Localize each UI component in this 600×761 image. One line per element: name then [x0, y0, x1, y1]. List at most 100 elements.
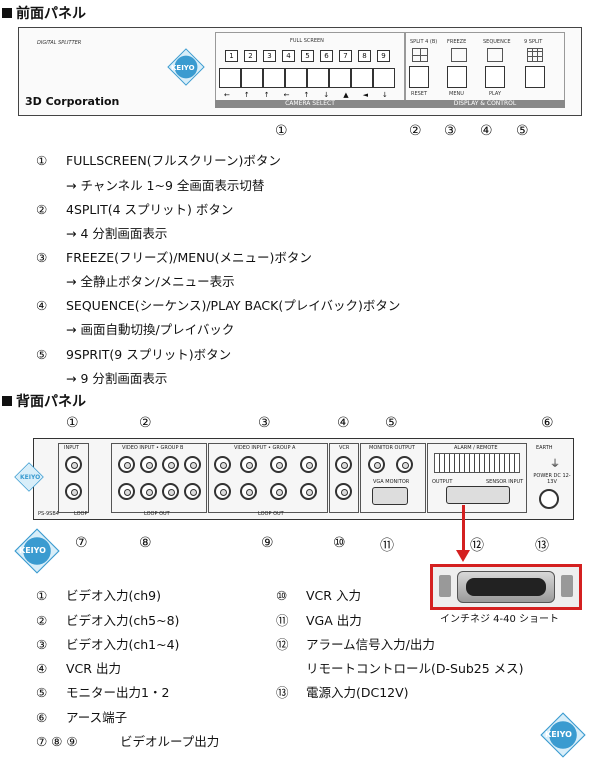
bnc-input-ch2	[240, 456, 257, 473]
freeze-label: FREEZE	[447, 39, 467, 45]
channel-button-7[interactable]: 7	[339, 50, 352, 62]
group-b	[111, 443, 207, 513]
alarm-label: ALARM / REMOTE	[454, 445, 498, 451]
split4-button[interactable]	[409, 66, 429, 88]
channel-button-6[interactable]: 6	[320, 50, 333, 62]
full-screen-key-3[interactable]	[263, 68, 285, 88]
menu-label: MENU	[449, 91, 464, 97]
pointer-arrow-line	[462, 505, 465, 553]
channel-button-5[interactable]: 5	[301, 50, 314, 62]
bullet-square-icon	[2, 396, 12, 406]
dsub25-photo	[430, 564, 582, 610]
front-item-4-sub: → 画面自動切換/プレイバック	[66, 322, 235, 337]
full-screen-key-6[interactable]	[329, 68, 351, 88]
keiyo-logo-icon	[14, 528, 60, 574]
front-panel-illustration: DIGITAL SPLITTER 3D Corporation KEIYO FU…	[18, 27, 582, 116]
marker-5: ⑤	[516, 123, 529, 139]
vga-connector	[372, 487, 408, 505]
rear-marker-6: ⑥	[541, 415, 554, 431]
bnc-input-ch7	[162, 456, 179, 473]
display-control-bar: DISPLAY & CONTROL	[405, 100, 565, 108]
channel-button-1[interactable]: 1	[225, 50, 238, 62]
connector-caption: インチネジ 4-40 ショート	[440, 614, 560, 625]
sequence-button[interactable]	[485, 66, 505, 88]
loop-out-b-label: LOOP OUT	[144, 511, 170, 517]
bnc-vcr-in	[335, 483, 352, 500]
marker-2: ②	[409, 123, 422, 139]
bnc-loop-ch9	[65, 483, 82, 500]
split9-button[interactable]	[525, 66, 545, 88]
rear-marker-8: ⑧	[139, 535, 152, 551]
bnc-loop-ch4	[300, 483, 317, 500]
rear-marker-5: ⑤	[385, 415, 398, 431]
vga-label: VGA MONITOR	[373, 479, 410, 485]
loop-out-a-label: LOOP OUT	[258, 511, 284, 517]
bnc-input-ch4	[300, 456, 317, 473]
full-screen-key-8[interactable]	[373, 68, 395, 88]
alarm-terminal-block	[434, 453, 520, 473]
split9-label: 9 SPLIT	[524, 39, 543, 45]
rear-panel-illustration: INPUT VIDEO INPUT • GROUP B VIDEO INPUT …	[33, 438, 574, 520]
pointer-arrow-head-icon	[456, 550, 470, 562]
full-screen-key-2[interactable]	[241, 68, 263, 88]
vcr-group	[329, 443, 359, 513]
reset-label: RESET	[411, 91, 428, 97]
full-screen-key-1[interactable]	[219, 68, 241, 88]
input-label: INPUT	[64, 445, 79, 451]
keiyo-logo-text: KEIYO	[20, 474, 41, 481]
bnc-loop-ch3	[270, 483, 287, 500]
earth-icon: ⏚	[550, 459, 560, 470]
split4-label: SPLIT 4 (B)	[410, 39, 438, 45]
bnc-loop-ch8	[184, 483, 201, 500]
input-group	[58, 443, 89, 513]
rear-marker-10: ⑩	[333, 535, 346, 551]
full-screen-key-4[interactable]	[285, 68, 307, 88]
rear-marker-9: ⑨	[261, 535, 274, 551]
bnc-monitor-2	[396, 456, 413, 473]
dsub25-connector	[446, 486, 510, 504]
camera-select-bar: CAMERA SELECT	[215, 100, 405, 108]
dsub25-socket	[466, 578, 546, 596]
group-a	[208, 443, 328, 513]
split4-icon	[412, 48, 428, 62]
rear-marker-7: ⑦	[75, 535, 88, 551]
bnc-input-ch9	[65, 456, 82, 473]
loop-label: LOOP	[74, 511, 88, 517]
bnc-loop-ch1	[214, 483, 231, 500]
full-screen-key-5[interactable]	[307, 68, 329, 88]
power-label: POWER DC 12-13V	[533, 473, 571, 485]
front-panel-heading: 前面パネル	[2, 3, 86, 23]
front-item-3-sub: → 全静止ボタン/メニュー表示	[66, 274, 235, 289]
freeze-icon	[451, 48, 467, 62]
rear-marker-3: ③	[258, 415, 271, 431]
channel-button-9[interactable]: 9	[377, 50, 390, 62]
full-screen-label: FULL SCREEN	[290, 38, 324, 44]
arrow-icons: ←↑↑←↑↓▲◄↓	[224, 91, 402, 99]
channel-button-2[interactable]: 2	[244, 50, 257, 62]
marker-4: ④	[480, 123, 493, 139]
rear-marker-12: ⑫	[470, 538, 484, 554]
output-label: OUTPUT	[432, 479, 453, 485]
keiyo-logo-text: KEIYO	[171, 64, 195, 72]
monitor-group	[360, 443, 426, 513]
keiyo-logo-icon	[540, 712, 586, 758]
full-screen-key-7[interactable]	[351, 68, 373, 88]
channel-button-3[interactable]: 3	[263, 50, 276, 62]
screw-left	[439, 575, 451, 597]
bnc-monitor-1	[368, 456, 385, 473]
channel-button-4[interactable]: 4	[282, 50, 295, 62]
vcr-label: VCR	[339, 445, 350, 451]
freeze-button[interactable]	[447, 66, 467, 88]
bnc-input-ch8	[184, 456, 201, 473]
channel-button-8[interactable]: 8	[358, 50, 371, 62]
rear-panel-heading: 背面パネル	[2, 391, 86, 411]
model-label: DIGITAL SPLITTER	[37, 40, 82, 46]
alarm-group	[427, 443, 527, 513]
